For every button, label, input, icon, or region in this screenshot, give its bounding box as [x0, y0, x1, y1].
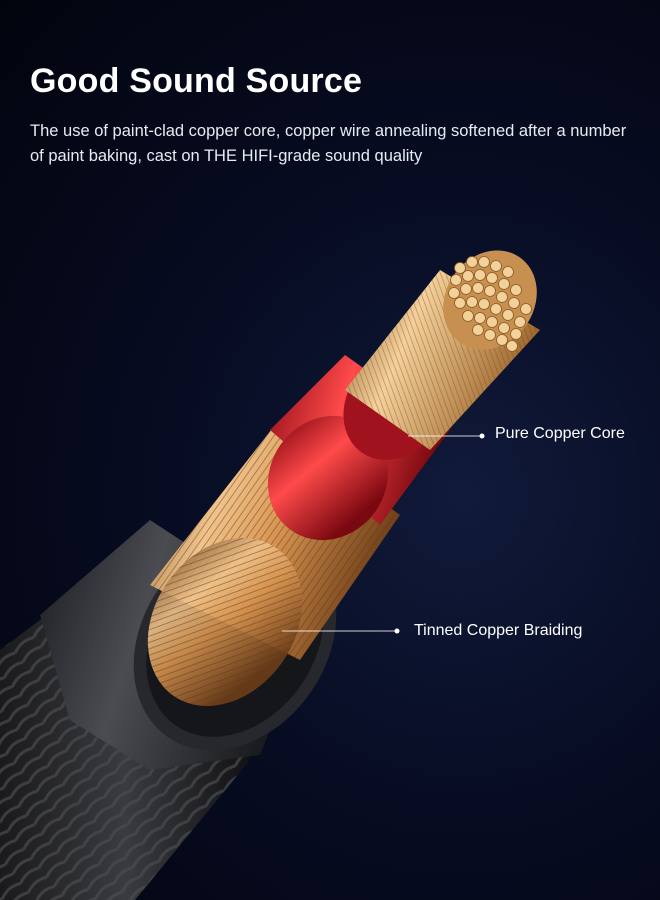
header: Good Sound Source The use of paint-clad … — [30, 62, 640, 169]
braid-callout-line — [282, 628, 400, 634]
core-callout-line — [408, 433, 485, 439]
tinned-copper-braiding-label: Tinned Copper Braiding — [414, 622, 583, 639]
page-description: The use of paint-clad copper core, coppe… — [30, 122, 627, 165]
copper-braiding — [147, 425, 400, 706]
page-title: Good Sound Source — [30, 62, 363, 100]
copper-core — [345, 250, 540, 450]
pure-copper-core-label: Pure Copper Core — [495, 425, 625, 442]
